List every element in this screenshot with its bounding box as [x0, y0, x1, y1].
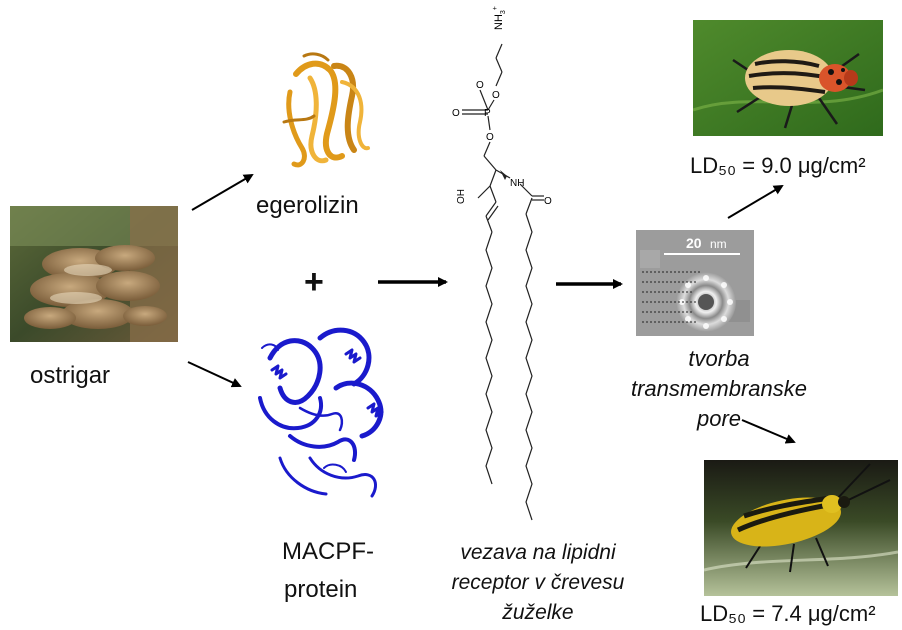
macpf-label-line2: protein: [284, 576, 358, 603]
ld50-top-label: LD₅₀ = 9.0 μg/cm²: [690, 153, 866, 178]
o4-label: O: [486, 132, 494, 143]
ld50-bottom-label: LD₅₀ = 7.4 μg/cm²: [700, 601, 876, 626]
o5-label: O: [544, 196, 552, 207]
pore-caption-line2: transmembranske: [630, 376, 808, 401]
p-label: P: [484, 108, 491, 119]
o3-label: O: [452, 108, 460, 119]
lipid-caption-line3: žuželke: [502, 601, 574, 624]
oh-label: OH: [456, 189, 467, 204]
scale-value: 20: [686, 235, 702, 251]
oyster-mushroom-photo: [10, 206, 178, 342]
arrow-to-top-beetle: [727, 184, 784, 219]
pore-caption-line1: tvorba: [688, 346, 750, 371]
lipid-binding-caption: vezava na lipidni receptor v črevesu žuž…: [420, 538, 656, 628]
arrow-to-bottom-beetle: [741, 419, 796, 444]
macpf-label-line1: MACPF-: [282, 538, 374, 565]
pore-micrograph: 20 nm: [636, 230, 754, 336]
scale-unit: nm: [710, 237, 727, 251]
colorado-beetle-photo: [693, 20, 883, 136]
lipid-caption-line1: vezava na lipidni: [460, 541, 616, 564]
plus-sign: +: [304, 263, 324, 301]
egerolysin-structure: [282, 52, 370, 168]
o2-label: O: [476, 80, 484, 91]
macpf-protein-structure: [258, 327, 384, 498]
o1-label: O: [492, 90, 500, 101]
mushroom-label: ostrigar: [30, 362, 111, 389]
nh3-label: NH3+: [492, 6, 507, 30]
egerolysin-label: egerolizin: [256, 192, 359, 219]
nh-label: NH: [510, 178, 524, 189]
pore-caption-line3: pore: [696, 406, 742, 431]
lipid-receptor-molecule: NH3+ O O P O O OH NH O: [452, 6, 552, 521]
arrow-to-egerolysin: [191, 173, 254, 211]
lipid-caption-line2: receptor v črevesu: [451, 571, 625, 594]
cucumber-beetle-photo: [704, 460, 898, 596]
pore-caption: tvorba transmembranske pore: [604, 344, 834, 434]
arrow-to-macpf: [187, 361, 242, 388]
